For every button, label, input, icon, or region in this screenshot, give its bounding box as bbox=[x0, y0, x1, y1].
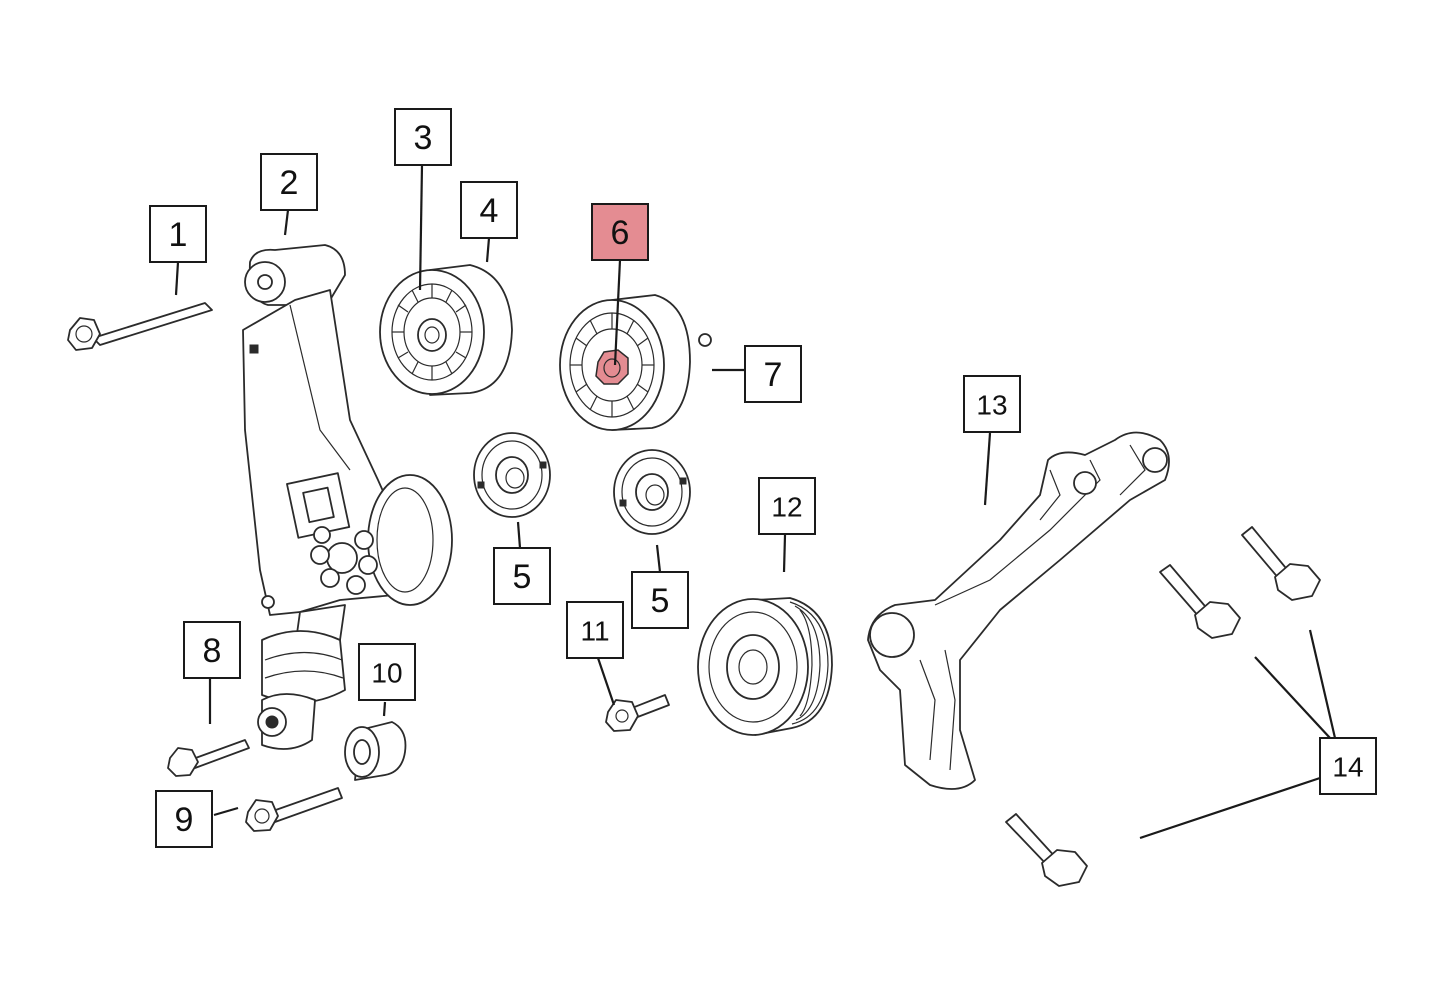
leader-2 bbox=[283, 209, 290, 236]
callout-10-label: 10 bbox=[371, 658, 402, 689]
callout-2: 2 bbox=[260, 153, 318, 211]
callout-3: 3 bbox=[394, 108, 452, 166]
part-1-bolt bbox=[67, 302, 213, 351]
callout-5a-label: 5 bbox=[513, 558, 532, 596]
callout-5b-label: 5 bbox=[651, 582, 670, 620]
callout-14: 14 bbox=[1319, 737, 1377, 795]
callout-9-label: 9 bbox=[175, 801, 194, 839]
part-11-bolt bbox=[605, 694, 670, 732]
callout-6-label: 6 bbox=[611, 214, 630, 252]
callout-1-label: 1 bbox=[169, 216, 188, 254]
leader-14c bbox=[1139, 776, 1321, 840]
part-14-bolt-a bbox=[1159, 564, 1241, 639]
leader-3 bbox=[418, 164, 424, 291]
part-13-bracket bbox=[867, 431, 1170, 790]
leader-14a bbox=[1254, 656, 1331, 739]
callout-5a: 5 bbox=[493, 547, 551, 605]
callout-8: 8 bbox=[183, 621, 241, 679]
leader-1 bbox=[174, 261, 180, 296]
part-14-bolt-c bbox=[1005, 813, 1088, 887]
part-2-tensioner-arm bbox=[242, 244, 453, 750]
part-9-bolt bbox=[245, 787, 343, 832]
callout-2-label: 2 bbox=[280, 164, 299, 202]
callout-6: 6 bbox=[591, 203, 649, 261]
leader-lines bbox=[174, 164, 1337, 840]
callout-4: 4 bbox=[460, 181, 518, 239]
leader-4 bbox=[485, 237, 491, 263]
leader-10 bbox=[382, 701, 387, 717]
callout-7-label: 7 bbox=[764, 356, 783, 394]
leader-12 bbox=[782, 534, 787, 573]
callout-1: 1 bbox=[149, 205, 207, 263]
callout-14-label: 14 bbox=[1332, 752, 1363, 783]
leader-13 bbox=[983, 432, 992, 506]
part-12-grooved-pulley bbox=[697, 597, 833, 736]
callout-5b: 5 bbox=[631, 571, 689, 629]
callout-12: 12 bbox=[758, 477, 816, 535]
part-5a-bearing bbox=[473, 432, 551, 518]
part-5b-bearing bbox=[613, 449, 691, 535]
leader-9 bbox=[213, 806, 239, 817]
callout-11: 11 bbox=[566, 601, 624, 659]
callout-12-label: 12 bbox=[771, 492, 802, 523]
callout-3-label: 3 bbox=[414, 119, 433, 157]
part-3-4-idler-pulley bbox=[379, 264, 513, 396]
leader-5a bbox=[516, 521, 522, 549]
callout-9: 9 bbox=[155, 790, 213, 848]
leader-6 bbox=[613, 259, 622, 366]
part-10-spacer bbox=[344, 721, 407, 781]
part-8-bolt bbox=[167, 739, 250, 777]
leader-5b bbox=[655, 544, 662, 573]
leader-14b bbox=[1308, 629, 1337, 739]
callout-4-label: 4 bbox=[480, 192, 499, 230]
callout-8-label: 8 bbox=[203, 632, 222, 670]
part-14-bolt-b bbox=[1241, 526, 1321, 601]
callout-7: 7 bbox=[744, 345, 802, 403]
callout-13-label: 13 bbox=[976, 390, 1007, 421]
leader-11 bbox=[596, 657, 616, 706]
callout-11-label: 11 bbox=[580, 616, 609, 647]
callout-10: 10 bbox=[358, 643, 416, 701]
callout-13: 13 bbox=[963, 375, 1021, 433]
part-6-7-idler-pulley bbox=[559, 294, 712, 431]
